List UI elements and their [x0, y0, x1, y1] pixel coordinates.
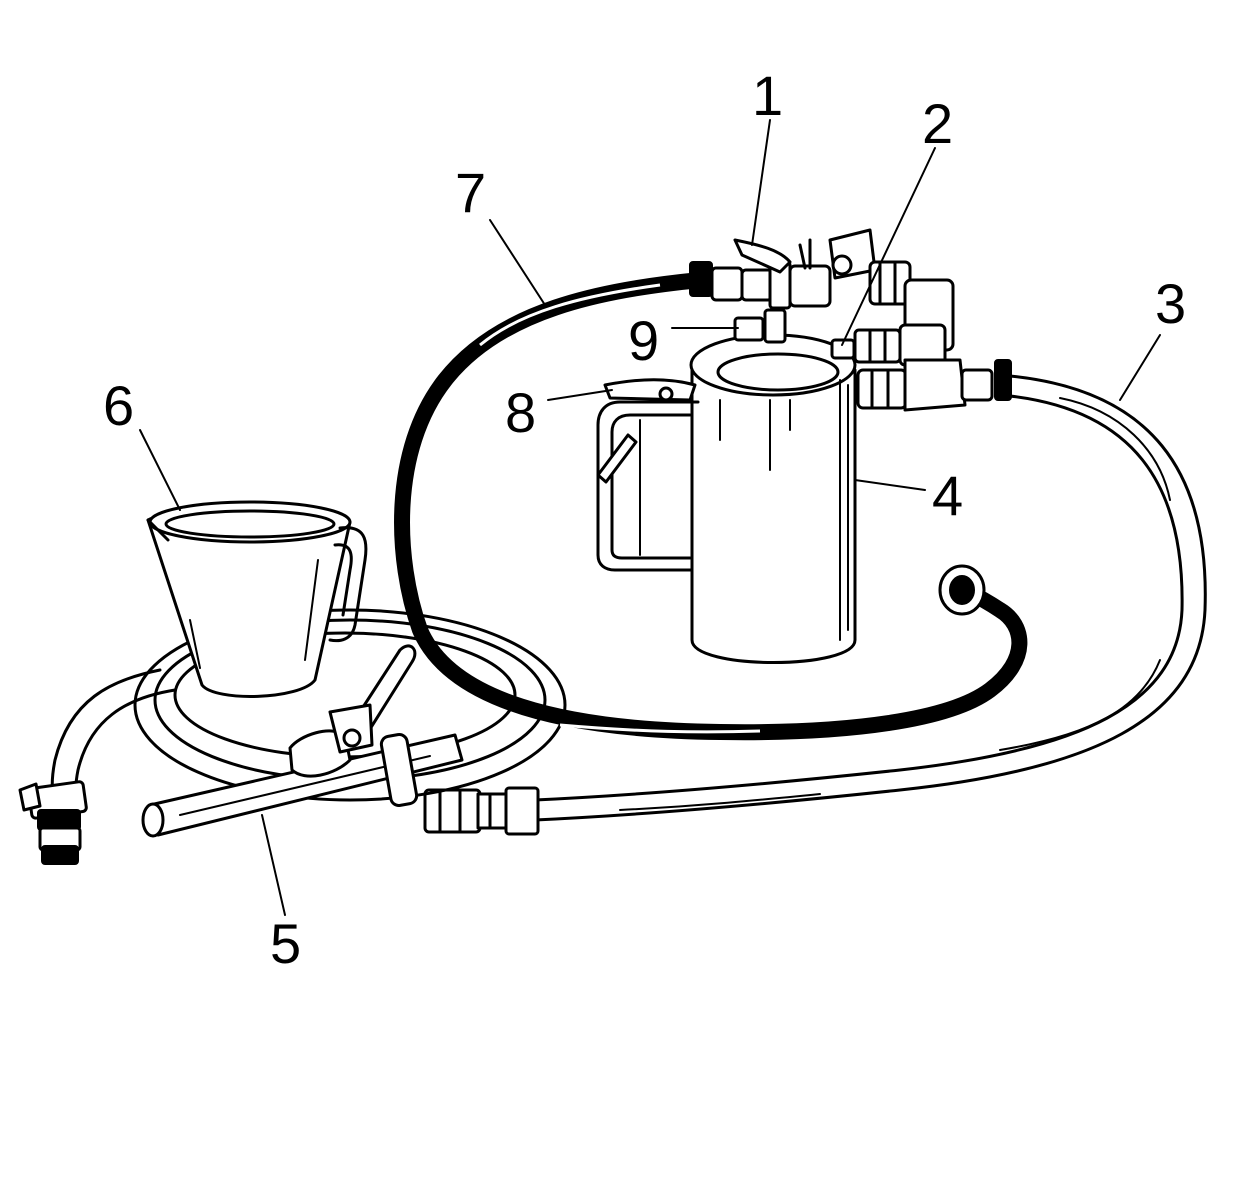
coiled-hose [18, 608, 567, 865]
leader-2 [841, 147, 936, 346]
callout-7: 7 [455, 161, 486, 224]
measuring-jug [146, 500, 368, 698]
callout-4: 4 [932, 464, 963, 527]
callout-8: 8 [505, 381, 536, 444]
pinch-clamp [288, 644, 419, 807]
valve-assembly [710, 228, 1012, 412]
leader-6 [139, 429, 181, 511]
callout-1: 1 [752, 64, 783, 127]
leader-lines [139, 119, 1161, 916]
hose-5 [141, 644, 464, 838]
leader-5 [261, 814, 286, 916]
hose-3 [423, 374, 1207, 836]
hose-7 [394, 261, 1028, 741]
leader-1 [751, 119, 771, 246]
leader-4 [854, 479, 926, 491]
coiled-hose-fitting [18, 780, 88, 865]
callout-6: 6 [103, 374, 134, 437]
callout-9: 9 [628, 309, 659, 372]
leader-8 [547, 389, 613, 401]
callout-5: 5 [270, 912, 301, 975]
leader-3 [1119, 334, 1161, 401]
callout-3: 3 [1155, 272, 1186, 335]
canister [596, 333, 857, 664]
leader-7 [489, 219, 546, 306]
callout-2: 2 [922, 92, 953, 155]
